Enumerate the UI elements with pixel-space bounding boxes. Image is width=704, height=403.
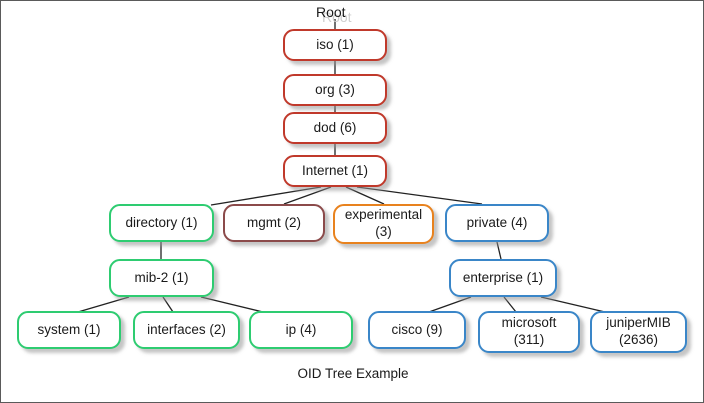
node-label-microsoft: microsoft(311) — [498, 315, 561, 349]
node-mgmt[interactable]: mgmt (2) — [223, 204, 325, 242]
node-microsoft[interactable]: microsoft(311) — [478, 311, 580, 353]
node-label-line: mib-2 (1) — [134, 269, 189, 285]
node-juniperMIB[interactable]: juniperMIB(2636) — [590, 311, 687, 353]
node-iso[interactable]: iso (1) — [283, 29, 387, 61]
node-label-line: interfaces (2) — [147, 321, 226, 337]
node-label-line: microsoft — [501, 315, 557, 331]
edge-internet-to-mgmt — [283, 186, 332, 205]
node-label-line: experimental — [344, 207, 423, 223]
edge-enterprise-to-juniperMIB — [540, 296, 606, 313]
node-label-line: enterprise (1) — [462, 269, 544, 285]
node-label-mgmt: mgmt (2) — [243, 215, 305, 232]
node-label-juniperMIB: juniperMIB(2636) — [602, 315, 675, 349]
node-label-iso: iso (1) — [312, 37, 358, 54]
node-label-org: org (3) — [311, 82, 359, 99]
node-system[interactable]: system (1) — [17, 311, 121, 349]
root-label-ghost: Root — [322, 9, 352, 25]
node-label-line: dod (6) — [313, 119, 357, 135]
edge-enterprise-to-cisco — [428, 296, 472, 313]
edge-mib2-to-ip — [200, 296, 264, 313]
edge-mib2-to-system — [77, 296, 130, 313]
node-private[interactable]: private (4) — [445, 204, 549, 242]
node-dod[interactable]: dod (6) — [283, 112, 387, 144]
node-label-private: private (4) — [463, 215, 532, 232]
node-ip[interactable]: ip (4) — [249, 311, 353, 349]
node-label-line: ip (4) — [285, 321, 317, 337]
node-label-mib2: mib-2 (1) — [130, 270, 192, 287]
diagram-caption: OID Tree Example — [297, 366, 409, 381]
node-label-dod: dod (6) — [310, 120, 361, 137]
node-label-line: system (1) — [37, 321, 101, 337]
edge-mib2-to-interfaces — [162, 296, 174, 313]
node-label-line: directory (1) — [125, 214, 198, 230]
node-label-line: org (3) — [315, 81, 355, 97]
node-directory[interactable]: directory (1) — [109, 204, 214, 242]
node-label-line: (3) — [375, 224, 392, 239]
edge-internet-to-experimental — [345, 186, 385, 205]
node-experimental[interactable]: experimental(3) — [333, 204, 434, 244]
node-label-line: mgmt (2) — [247, 214, 301, 230]
node-label-ip: ip (4) — [282, 322, 321, 339]
node-label-interfaces: interfaces (2) — [143, 322, 230, 339]
edge-internet-to-private — [356, 186, 483, 205]
node-label-line: (2636) — [618, 332, 659, 347]
node-org[interactable]: org (3) — [283, 74, 387, 106]
node-label-system: system (1) — [33, 322, 104, 339]
node-label-internet: Internet (1) — [298, 163, 372, 180]
edge-private-to-enterprise — [496, 241, 502, 260]
node-label-experimental: experimental(3) — [341, 207, 426, 241]
node-label-cisco: cisco (9) — [387, 322, 446, 339]
node-label-line: Internet (1) — [301, 162, 369, 178]
node-label-line: cisco (9) — [391, 321, 443, 337]
node-label-line: (311) — [513, 332, 545, 347]
node-label-line: juniperMIB — [606, 315, 671, 331]
node-enterprise[interactable]: enterprise (1) — [449, 259, 557, 297]
edge-enterprise-to-microsoft — [503, 296, 517, 313]
node-label-directory: directory (1) — [121, 215, 201, 232]
node-label-line: iso (1) — [316, 36, 354, 52]
root-label: Root — [316, 4, 346, 20]
node-cisco[interactable]: cisco (9) — [368, 311, 466, 349]
node-label-line: private (4) — [466, 214, 528, 230]
edge-internet-to-directory — [210, 186, 322, 206]
node-mib2[interactable]: mib-2 (1) — [109, 259, 214, 297]
node-interfaces[interactable]: interfaces (2) — [133, 311, 240, 349]
node-label-enterprise: enterprise (1) — [459, 270, 547, 287]
node-internet[interactable]: Internet (1) — [283, 155, 387, 187]
